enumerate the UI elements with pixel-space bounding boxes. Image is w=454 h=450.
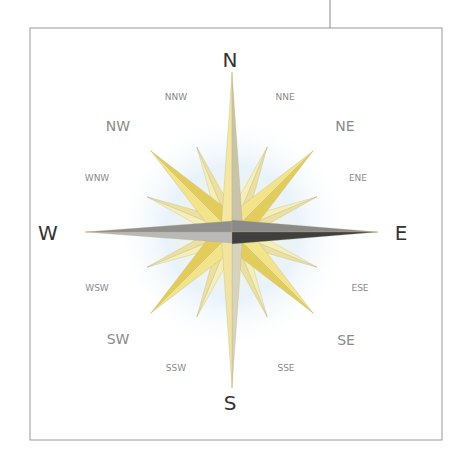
direction-label: NNE — [275, 93, 294, 102]
star-points — [85, 72, 378, 388]
direction-label: NE — [335, 119, 354, 133]
direction-label: ENE — [349, 174, 367, 183]
cardinal-label: E — [395, 223, 408, 243]
scan-line — [330, 0, 331, 28]
star-point — [221, 232, 232, 388]
direction-label: ESE — [351, 284, 368, 293]
star-point — [232, 220, 378, 232]
star-point — [232, 232, 243, 388]
cardinal-label: N — [223, 50, 238, 70]
star-point — [232, 72, 243, 232]
cardinal-label: W — [38, 223, 58, 243]
star-point — [221, 72, 232, 232]
frame — [30, 28, 442, 440]
star-point — [85, 221, 232, 232]
direction-label: SSW — [166, 364, 186, 373]
direction-label: WNW — [85, 174, 110, 183]
direction-label: SSE — [277, 364, 294, 373]
cardinal-label: S — [224, 393, 237, 413]
direction-label: SE — [337, 333, 355, 347]
direction-label: SW — [107, 332, 130, 346]
star-point — [85, 232, 232, 243]
star-point — [232, 232, 378, 244]
direction-label: NW — [106, 119, 130, 133]
direction-label: NNW — [165, 93, 187, 102]
direction-label: WSW — [85, 284, 109, 293]
